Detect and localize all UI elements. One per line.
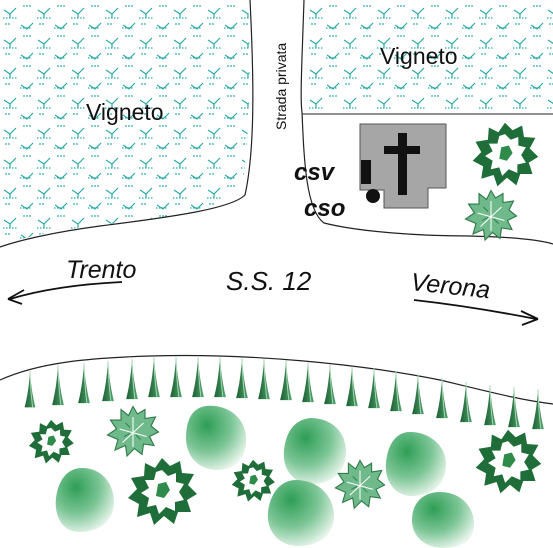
round-shrub-icon xyxy=(55,468,114,532)
cypress-tree-icon xyxy=(101,360,115,402)
vineyard-left-area xyxy=(0,0,250,245)
cypress-tree-icon xyxy=(345,365,359,407)
cypress-tree-icon xyxy=(435,377,449,419)
direction-east-label: Verona xyxy=(409,268,491,304)
cypress-tree-icon xyxy=(191,356,205,398)
cypress-tree-icon xyxy=(507,386,521,428)
arrow-east-icon xyxy=(413,299,539,326)
cypress-tree-icon xyxy=(257,358,271,400)
cso-label: cso xyxy=(304,195,345,222)
square-marker-icon xyxy=(361,160,371,184)
church-building xyxy=(359,123,447,209)
cypress-tree-icon xyxy=(301,361,315,403)
private-road-right-edge xyxy=(300,0,553,245)
private-road-left-edge xyxy=(0,0,254,248)
cypress-tree-icon xyxy=(235,357,249,399)
cypress-row xyxy=(23,356,545,430)
cypress-tree-icon xyxy=(77,362,91,404)
cypress-tree-icon xyxy=(389,370,403,412)
cypress-tree-icon xyxy=(51,364,65,406)
cypress-tree-icon xyxy=(213,356,227,398)
cypress-tree-icon xyxy=(411,373,425,415)
private-road-label: Strada privata xyxy=(273,43,289,130)
round-shrub-icon xyxy=(267,480,334,546)
round-shrub-icon xyxy=(412,492,474,548)
shrub-icon xyxy=(475,429,542,494)
cypress-tree-icon xyxy=(323,363,337,405)
round-shrub-icon xyxy=(186,405,247,470)
arrow-west-icon xyxy=(7,281,123,305)
shrub-icon xyxy=(472,122,539,187)
vineyard-left-label: Vigneto xyxy=(86,99,164,125)
lower-vegetation xyxy=(28,405,542,548)
direction-west-label: Trento xyxy=(66,256,136,284)
highway-lower-edge xyxy=(0,354,553,405)
shrub-icon xyxy=(106,405,160,457)
cypress-tree-icon xyxy=(23,370,37,409)
shrub-icon xyxy=(28,419,74,464)
cypress-tree-icon xyxy=(125,358,139,400)
cypress-tree-icon xyxy=(531,388,545,430)
cypress-tree-icon xyxy=(483,384,497,426)
highway-label: S.S. 12 xyxy=(226,266,312,296)
csv-label: csv xyxy=(294,159,336,186)
round-shrub-icon xyxy=(283,418,346,484)
cypress-tree-icon xyxy=(279,359,293,401)
shrub-icon xyxy=(128,458,197,525)
cypress-tree-icon xyxy=(367,367,381,409)
vineyard-right-area xyxy=(306,0,553,112)
cypress-tree-icon xyxy=(169,356,183,398)
shrub-icon xyxy=(334,459,386,509)
vineyard-right-label: Vigneto xyxy=(380,43,458,69)
round-shrub-icon xyxy=(385,432,446,496)
shrub-icon xyxy=(464,189,518,241)
shrub-icon xyxy=(231,459,275,502)
circle-marker-icon xyxy=(366,189,380,203)
cypress-tree-icon xyxy=(147,356,161,398)
cross-icon xyxy=(384,133,420,195)
